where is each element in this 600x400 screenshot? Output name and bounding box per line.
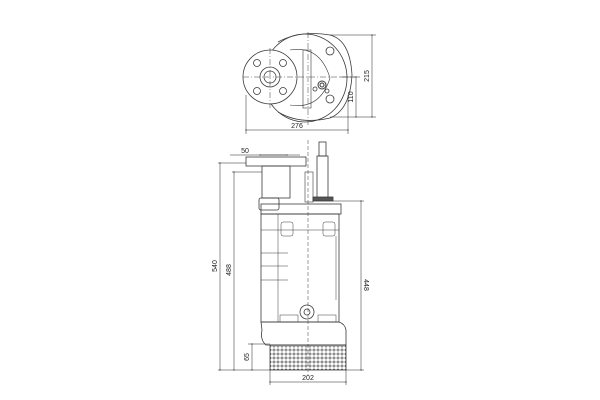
dim-height-215: 215 — [364, 70, 371, 82]
dim-height-65: 65 — [244, 353, 251, 361]
dim-width-276: 276 — [291, 123, 303, 130]
cable-gland — [316, 155, 329, 199]
bolt-hole — [253, 59, 261, 67]
side-view-dimensions — [218, 154, 364, 385]
pump-casing — [260, 321, 347, 346]
dim-height-540: 540 — [212, 260, 219, 272]
dim-height-448: 448 — [362, 279, 369, 291]
dim-height-488: 488 — [226, 264, 233, 276]
top-view — [242, 32, 355, 125]
bolt-hole — [279, 87, 287, 95]
side-view — [245, 140, 347, 375]
top-view-dimensions — [245, 34, 376, 134]
discharge-flange — [245, 156, 307, 167]
bolt-hole — [253, 87, 261, 95]
dim-width-202: 202 — [302, 375, 314, 382]
bolt-hole — [279, 59, 287, 67]
dim-offset-50: 50 — [241, 148, 249, 155]
lifting-eye — [299, 304, 315, 320]
cable — [318, 141, 327, 157]
discharge-pipe — [261, 165, 291, 199]
housing-outline — [277, 33, 353, 121]
dim-height-110: 110 — [348, 91, 355, 102]
